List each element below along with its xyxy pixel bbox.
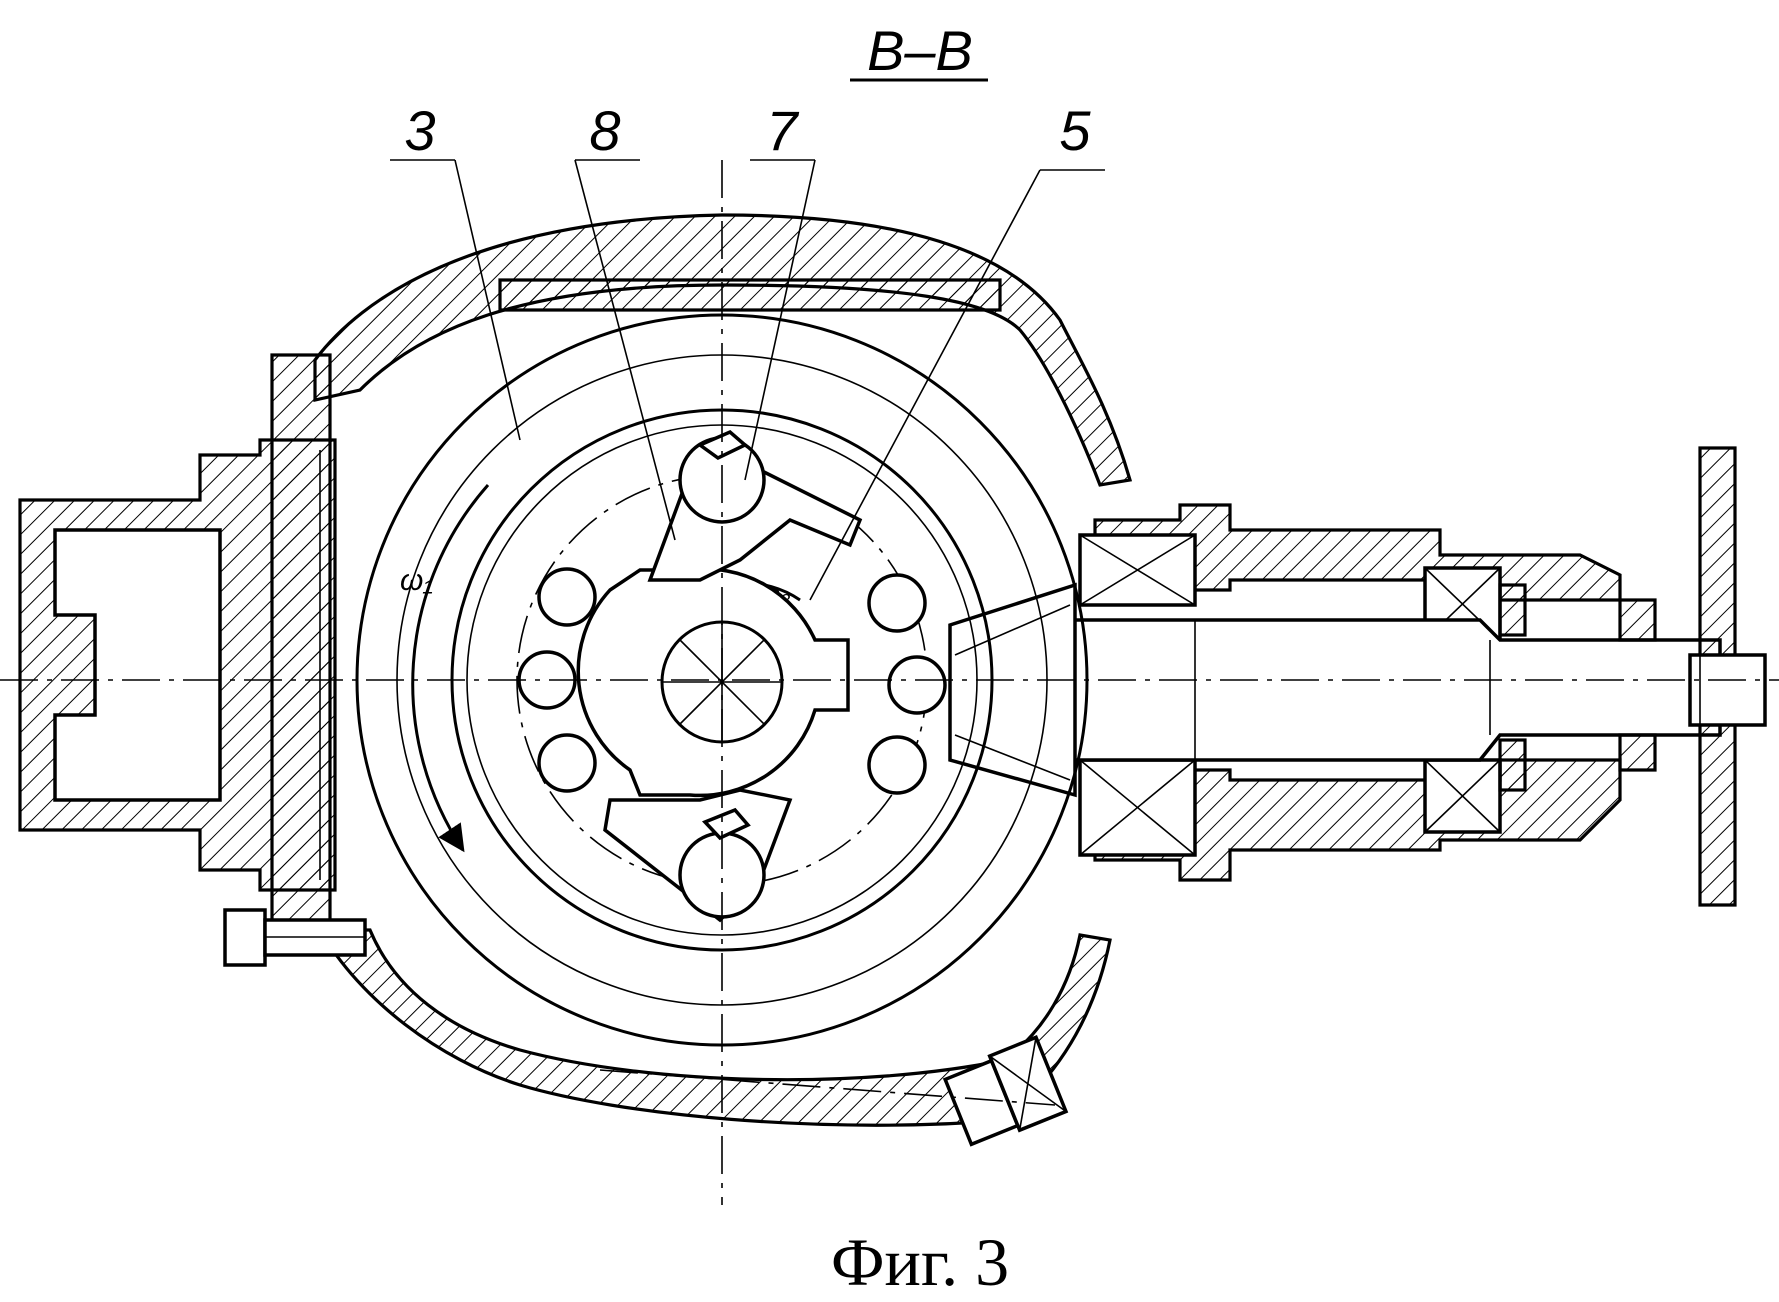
figure-caption: Фиг. 3 [831, 1224, 1009, 1300]
svg-text:3: 3 [404, 99, 435, 162]
lever-bottom [603, 788, 793, 923]
bolt [867, 735, 927, 795]
svg-text:5: 5 [1059, 99, 1091, 162]
part-label-8: 8 [574, 99, 676, 541]
part-label-5: 5 [809, 99, 1105, 601]
housing-lower-wall [317, 928, 1112, 1127]
output-shaft-assembly [948, 446, 1767, 907]
housing-bolt-head [223, 908, 267, 967]
carrier-bolts [517, 567, 947, 795]
gearbox-housing [18, 213, 1133, 1147]
bearing-inner-bottom [1078, 758, 1197, 857]
drain-plug [942, 1035, 1069, 1147]
part-label-3: 3 [390, 99, 521, 441]
omega1-label: ω₁ [400, 564, 433, 597]
bolt [537, 733, 597, 793]
seal-ring-top [1498, 583, 1527, 637]
bolt [887, 655, 947, 715]
output-nut [1688, 653, 1767, 727]
center-lines [0, 160, 1779, 1205]
end-cap-lower [1618, 733, 1657, 772]
bolt [867, 573, 927, 633]
section-title: B–B [850, 19, 988, 82]
svg-text:7: 7 [766, 99, 799, 162]
bearing-outer-bottom [1423, 758, 1502, 834]
lever-top [647, 429, 863, 582]
bearing-inner-top [1078, 533, 1197, 607]
part-label-7: 7 [744, 99, 816, 481]
bolt [537, 567, 597, 627]
seal-ring-bottom [1498, 738, 1527, 792]
end-cap [1618, 598, 1657, 642]
section-label: B–B [867, 19, 973, 82]
central-hub [576, 567, 850, 798]
housing-top-band [498, 278, 1002, 312]
omega1-arrow [411, 484, 490, 853]
svg-text:8: 8 [589, 99, 620, 162]
